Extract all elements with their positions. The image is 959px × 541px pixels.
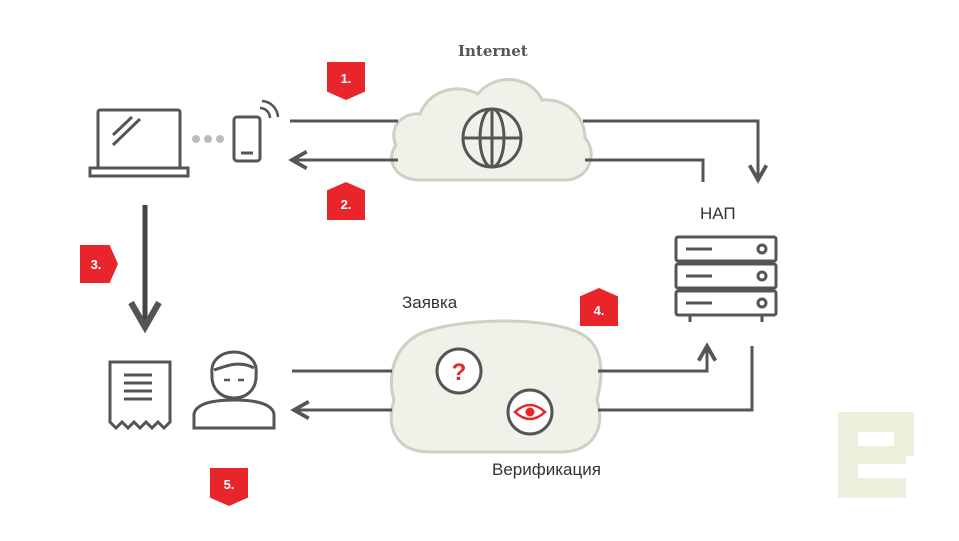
internet-label: Internet (458, 42, 528, 60)
watermark-logo (838, 412, 914, 498)
isp-to-internet-line (585, 158, 705, 182)
step-badge-5: 5. (210, 468, 248, 506)
request-to-isp-arrow (598, 342, 718, 373)
verification-label: Верификация (492, 460, 601, 479)
isp-to-verification-line (598, 346, 754, 412)
question-mark: ? (452, 359, 467, 386)
eye-icon (506, 388, 554, 436)
server-icon (674, 235, 778, 322)
connection-dots (192, 135, 224, 143)
step-badge-2: 2. (327, 182, 365, 220)
document-icon (108, 360, 172, 431)
laptop-icon (88, 108, 190, 178)
phone-icon (232, 99, 280, 163)
user-icon (192, 350, 276, 430)
step-badge-3: 3. (80, 245, 118, 283)
internet-to-isp-arrow (583, 119, 769, 184)
isp-label: НАП (700, 204, 736, 223)
question-icon (435, 347, 483, 395)
globe-icon (461, 107, 523, 169)
verification-cloud (389, 319, 603, 454)
step-badge-4: 4. (580, 288, 618, 326)
request-label: Заявка (402, 293, 458, 312)
step-badge-1: 1. (327, 62, 365, 100)
